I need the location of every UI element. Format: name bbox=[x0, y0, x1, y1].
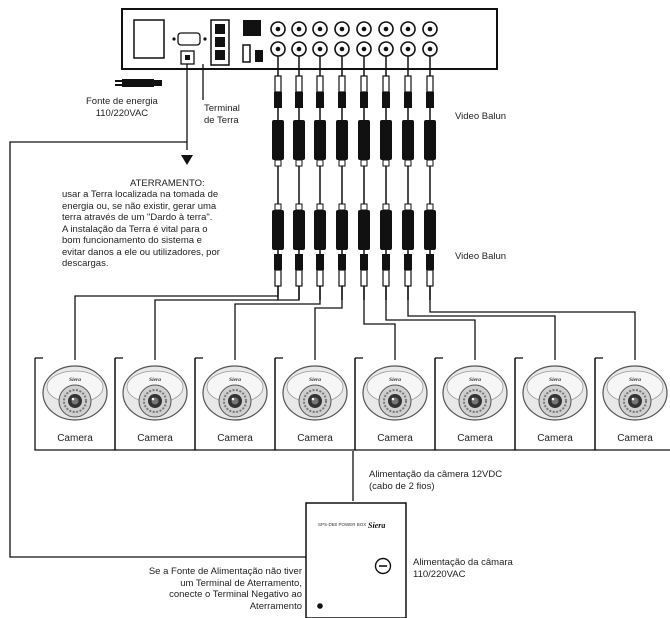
video-balun-icon bbox=[314, 203, 326, 250]
video-balun-icon bbox=[402, 120, 414, 167]
bnc-port-icon[interactable] bbox=[378, 41, 394, 57]
video-balun-bottom-label: Video Balun bbox=[455, 251, 507, 262]
bnc-port-icon[interactable] bbox=[270, 41, 286, 57]
dome-camera-icon: Siera bbox=[442, 365, 508, 421]
video-balun-icon bbox=[272, 203, 284, 250]
camera-brand-logo: Siera bbox=[389, 377, 401, 383]
video-balun-icon bbox=[358, 120, 370, 167]
video-cable-run bbox=[402, 56, 556, 360]
video-cable-run bbox=[154, 56, 305, 360]
dome-camera-icon: Siera bbox=[602, 365, 668, 421]
power-source-label: Fonte de energia 110/220VAC bbox=[86, 96, 158, 119]
video-balun-icon bbox=[358, 203, 370, 250]
bnc-port-icon[interactable] bbox=[356, 41, 372, 57]
ground-arrow-icon bbox=[181, 155, 193, 165]
dome-camera-icon: Siera bbox=[522, 365, 588, 421]
video-balun-icon bbox=[293, 203, 305, 250]
ground-terminal-dot bbox=[317, 603, 323, 609]
bnc-port-icon[interactable] bbox=[400, 41, 416, 57]
video-cable-run bbox=[358, 56, 396, 360]
bnc-port-icon[interactable] bbox=[378, 21, 394, 37]
power-box-brand-logo: Siera bbox=[368, 521, 385, 530]
bnc-port-icon[interactable] bbox=[291, 41, 307, 57]
camera-label: Camera bbox=[137, 433, 173, 444]
bnc-port-icon[interactable] bbox=[334, 41, 350, 57]
video-cable-run bbox=[380, 56, 476, 360]
camera-label: Camera bbox=[537, 433, 573, 444]
camera-label: Camera bbox=[217, 433, 253, 444]
dvr-unit bbox=[121, 8, 498, 70]
camera-brand-logo: Siera bbox=[229, 377, 241, 383]
camera-brand-logo: Siera bbox=[69, 377, 81, 383]
ground-wire bbox=[9, 64, 310, 558]
camera-unit: Siera bbox=[114, 357, 196, 451]
bnc-port-icon[interactable] bbox=[422, 41, 438, 57]
video-balun-icon bbox=[402, 203, 414, 250]
bnc-port-icon[interactable] bbox=[422, 21, 438, 37]
camera-label: Camera bbox=[377, 433, 413, 444]
camera-unit: Siera bbox=[594, 357, 670, 451]
video-balun-icon bbox=[293, 120, 305, 167]
camera-unit: Siera bbox=[514, 357, 596, 451]
camera-unit: Siera bbox=[274, 357, 356, 451]
video-balun-icon bbox=[424, 120, 436, 167]
no-ground-note: Se a Fonte de Alimentação não tiver um T… bbox=[148, 566, 302, 612]
power-box-power-label: Alimentação da câmara 110/220VAC bbox=[413, 557, 513, 580]
grounding-title: ATERRAMENTO: bbox=[130, 178, 205, 189]
bnc-port-icon[interactable] bbox=[334, 21, 350, 37]
camera-brand-logo: Siera bbox=[149, 377, 161, 383]
bnc-port-icon[interactable] bbox=[312, 41, 328, 57]
camera-unit: Siera bbox=[434, 357, 516, 451]
dome-camera-icon: Siera bbox=[42, 365, 108, 421]
camera-label: Camera bbox=[57, 433, 93, 444]
video-cable-run bbox=[424, 56, 636, 360]
video-balun-icon bbox=[380, 203, 392, 250]
power-box-model: SPS-DB0 POWER BOX bbox=[318, 522, 366, 527]
camera-power-label: Alimentação da câmera 12VDC (cabo de 2 f… bbox=[369, 469, 503, 492]
power-box: SPS-DB0 POWER BOX Siera bbox=[305, 502, 407, 618]
power-plug-icon bbox=[115, 79, 162, 87]
video-balun-icon bbox=[314, 120, 326, 167]
video-balun-icon bbox=[424, 203, 436, 250]
dome-camera-icon: Siera bbox=[122, 365, 188, 421]
bnc-port-icon[interactable] bbox=[312, 21, 328, 37]
grounding-instructions: usar a Terra localizada na tomada de ene… bbox=[62, 189, 220, 269]
video-balun-icon bbox=[272, 120, 284, 167]
video-cable-run bbox=[234, 56, 326, 360]
dome-camera-icon: Siera bbox=[362, 365, 428, 421]
bnc-port-icon[interactable] bbox=[270, 21, 286, 37]
video-cable-run bbox=[74, 56, 284, 360]
camera-unit: Siera bbox=[194, 357, 276, 451]
video-balun-top-label: Video Balun bbox=[455, 111, 507, 122]
dome-camera-icon: Siera bbox=[202, 365, 268, 421]
camera-brand-logo: Siera bbox=[309, 377, 321, 383]
dome-camera-icon: Siera bbox=[282, 365, 348, 421]
ground-terminal-label: Terminal de Terra bbox=[204, 103, 240, 126]
camera-brand-logo: Siera bbox=[469, 377, 481, 383]
camera-label: Camera bbox=[457, 433, 493, 444]
camera-brand-logo: Siera bbox=[549, 377, 561, 383]
video-balun-icon bbox=[336, 120, 348, 167]
camera-brand-logo: Siera bbox=[629, 377, 641, 383]
video-balun-icon bbox=[336, 203, 348, 250]
camera-label: Camera bbox=[617, 433, 653, 444]
video-balun-icon bbox=[380, 120, 392, 167]
bnc-port-icon[interactable] bbox=[400, 21, 416, 37]
video-cable-run bbox=[314, 56, 348, 360]
bnc-port-icon[interactable] bbox=[356, 21, 372, 37]
camera-unit: Siera bbox=[34, 357, 116, 451]
camera-label: Camera bbox=[297, 433, 333, 444]
bnc-port-icon[interactable] bbox=[291, 21, 307, 37]
camera-unit: Siera bbox=[354, 357, 436, 451]
